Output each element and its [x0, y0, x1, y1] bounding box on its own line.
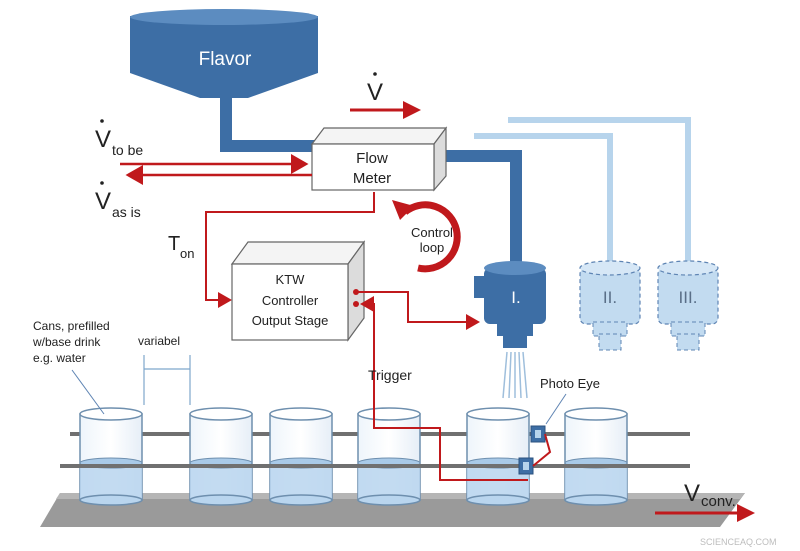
flow-meter-label-2: Meter: [353, 170, 391, 187]
photo-eye: [518, 425, 552, 475]
flow-meter-label-1: Flow: [356, 150, 388, 167]
control-loop-arrowhead: [392, 200, 414, 220]
control-loop-label-1: Control: [411, 225, 453, 240]
valve-1-signal: [358, 291, 480, 330]
spacing-label: variabel: [138, 334, 180, 348]
can-5: [466, 407, 530, 506]
can-6: [564, 407, 628, 506]
v-tobe-symbol: V: [95, 126, 111, 153]
valve-3: [657, 260, 719, 351]
pipe-main: [220, 98, 322, 152]
flavor-label: Flavor: [199, 49, 252, 70]
cans-note-pointer: [71, 369, 105, 415]
t-on-sub: on: [180, 246, 194, 261]
ktw-controller: [230, 240, 366, 342]
ktw-label-3: Output Stage: [252, 313, 329, 328]
cans-note-2: w/base drink: [32, 335, 101, 349]
pipe-valve-2: [474, 133, 613, 266]
trigger-label: Trigger: [368, 367, 412, 383]
v-conv-sub: conv.: [701, 493, 736, 510]
control-loop-label-2: loop: [420, 240, 445, 255]
valve-3-label: III.: [679, 288, 698, 307]
watermark: SCIENCEAQ.COM: [700, 537, 777, 547]
v-asis-sub: as is: [112, 204, 141, 220]
flow-meter: [310, 126, 448, 192]
pipe-to-valve-1: [440, 150, 522, 264]
control-loop-arrow: [402, 201, 461, 273]
pipe-valve-3: [508, 117, 691, 266]
t-on-signal: [205, 192, 375, 308]
cans-note-3: e.g. water: [33, 351, 86, 365]
valve-2-label: II.: [603, 288, 617, 307]
photo-eye-pointer: [545, 393, 567, 425]
cans-note-1: Cans, prefilled: [33, 319, 110, 333]
ktw-label-2: Controller: [262, 293, 319, 308]
valve-2: [579, 260, 641, 351]
can-1: [79, 407, 143, 506]
v-tobe-dot: [100, 119, 104, 123]
flavor-tank: [130, 9, 318, 98]
can-4: [357, 407, 421, 506]
v-asis-symbol: V: [95, 188, 111, 215]
v-tobe-sub: to be: [112, 142, 143, 158]
trigger-signal: [360, 296, 528, 481]
valve-1-label: I.: [511, 288, 520, 307]
v-dot-dot: [373, 72, 377, 76]
ktw-label-1: KTW: [276, 272, 306, 287]
v-conv-symbol: V: [684, 480, 700, 507]
spray-lines: [502, 351, 528, 399]
photo-eye-label: Photo Eye: [540, 376, 600, 391]
spacing-dimension: [143, 355, 191, 405]
can-2: [189, 407, 253, 506]
valve-1: [474, 261, 546, 348]
v-dot-label: V: [367, 79, 383, 106]
t-on-symbol: T: [168, 233, 180, 255]
can-3: [269, 407, 333, 506]
v-asis-dot: [100, 181, 104, 185]
